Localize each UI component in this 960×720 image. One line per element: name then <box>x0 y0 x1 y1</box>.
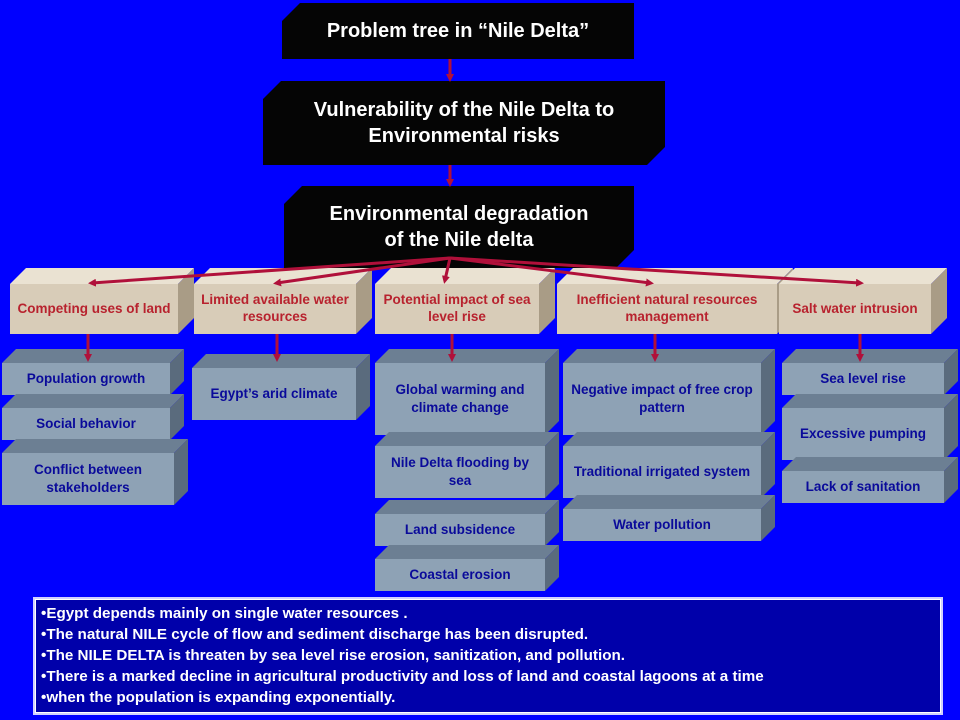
category-label: Inefficient natural resources management <box>557 284 777 334</box>
category-label: Limited available water resources <box>194 284 356 334</box>
core-problem-line2: Environmental risks <box>368 125 560 147</box>
cause-traditional-irrigation: Traditional irrigated system <box>563 432 775 498</box>
category-sea-level-impact: Potential impact of sea level rise <box>375 268 555 334</box>
diagram-title-text: Problem tree in “Nile Delta” <box>326 20 590 42</box>
cause-label: Lack of sanitation <box>782 471 944 503</box>
category-label: Competing uses of land <box>10 284 178 334</box>
summary-bullet: The NILE DELTA is threaten by sea level … <box>41 645 935 666</box>
cause-label: Population growth <box>2 363 170 395</box>
degradation-line2: of the Nile delta <box>384 229 534 251</box>
category-inefficient-management: Inefficient natural resources management <box>557 268 793 334</box>
cause-coastal-erosion: Coastal erosion <box>375 545 559 591</box>
category-competing-land: Competing uses of land <box>10 268 194 334</box>
summary-box: Egypt depends mainly on single water res… <box>33 597 943 715</box>
cause-label: Sea level rise <box>782 363 944 395</box>
core-problem-line1: Vulnerability of the Nile Delta to <box>313 99 615 121</box>
category-label: Potential impact of sea level rise <box>375 284 539 334</box>
cause-sea-level-rise: Sea level rise <box>782 349 958 395</box>
cause-lack-sanitation: Lack of sanitation <box>782 457 958 503</box>
summary-bullet: Egypt depends mainly on single water res… <box>41 603 935 624</box>
cause-delta-flooding: Nile Delta flooding by sea <box>375 432 559 498</box>
cause-water-pollution: Water pollution <box>563 495 775 541</box>
core-problem-box: Vulnerability of the Nile Delta to Envir… <box>263 81 665 165</box>
summary-bullet: There is a marked decline in agricultura… <box>41 666 935 687</box>
cause-label: Negative impact of free crop pattern <box>563 363 761 435</box>
cause-label: Traditional irrigated system <box>563 446 761 498</box>
category-salt-water: Salt water intrusion <box>779 268 947 334</box>
cause-label: Nile Delta flooding by sea <box>375 446 545 498</box>
cause-label: Egypt’s arid climate <box>192 368 356 420</box>
cause-crop-pattern: Negative impact of free crop pattern <box>563 349 775 435</box>
cause-arid-climate: Egypt’s arid climate <box>192 354 370 420</box>
summary-bullet: The natural NILE cycle of flow and sedim… <box>41 624 935 645</box>
degradation-box: Environmental degradation of the Nile de… <box>284 186 634 268</box>
cause-label: Social behavior <box>2 408 170 440</box>
degradation-line1: Environmental degradation <box>329 203 589 225</box>
cause-label: Global warming and climate change <box>375 363 545 435</box>
cause-conflict-stakeholders: Conflict between stakeholders <box>2 439 188 505</box>
cause-label: Excessive pumping <box>782 408 944 460</box>
cause-label: Coastal erosion <box>375 559 545 591</box>
cause-excessive-pumping: Excessive pumping <box>782 394 958 460</box>
cause-global-warming: Global warming and climate change <box>375 349 559 435</box>
diagram-title: Problem tree in “Nile Delta” <box>282 3 634 59</box>
cause-label: Water pollution <box>563 509 761 541</box>
cause-label: Land subsidence <box>375 514 545 546</box>
category-label: Salt water intrusion <box>779 284 931 334</box>
cause-social-behavior: Social behavior <box>2 394 184 440</box>
category-limited-water: Limited available water resources <box>194 268 372 334</box>
cause-land-subsidence: Land subsidence <box>375 500 559 546</box>
summary-bullet: when the population is expanding exponen… <box>41 687 935 708</box>
cause-population-growth: Population growth <box>2 349 184 395</box>
cause-label: Conflict between stakeholders <box>2 453 174 505</box>
